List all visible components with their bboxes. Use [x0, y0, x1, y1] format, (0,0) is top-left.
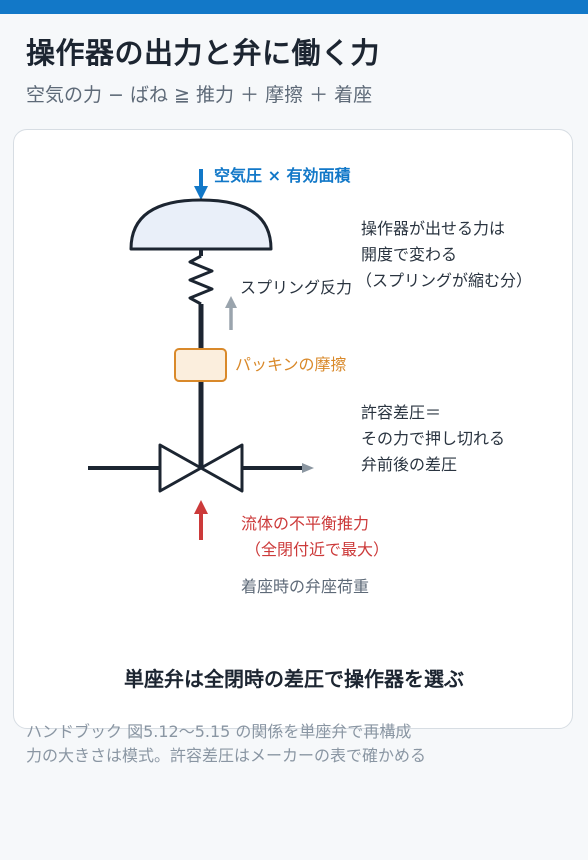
- unbalance-thrust-arrow: [194, 500, 208, 540]
- spring-reaction-label: スプリング反力: [240, 278, 353, 297]
- unbalance-thrust-label: 流体の不平衡推力 （全閉付近で最大）: [241, 514, 390, 559]
- packing-box: [174, 348, 227, 382]
- page-title: 操作器の出力と弁に働く力: [26, 36, 381, 70]
- air-pressure-label: 空気圧 × 有効面積: [214, 166, 351, 185]
- spring-icon: [188, 254, 214, 306]
- valve-force-diagram: [88, 169, 314, 540]
- valve-body: [158, 443, 203, 493]
- actuator-note: 操作器が出せる力は 開度で変わる （スプリングが縮む分）: [356, 219, 533, 290]
- valve-body-right: [199, 443, 244, 493]
- top-accent-bar: [0, 0, 588, 14]
- actuator-diaphragm-dome: [129, 198, 273, 251]
- conclusion-text: 単座弁は全閉時の差圧で操作器を選ぶ: [124, 667, 464, 691]
- seat-load-label: 着座時の弁座荷重: [241, 577, 370, 596]
- flow-arrow-head: [302, 463, 314, 473]
- packing-friction-label: パッキンの摩擦: [235, 355, 347, 374]
- allowable-dp-note: 許容差圧＝ その力で押し切れる 弁前後の差圧: [361, 403, 506, 474]
- spring-reaction-arrow: [225, 296, 237, 330]
- air-pressure-arrow: [194, 169, 208, 200]
- page-subtitle: 空気の力 − ばね ≧ 推力 ＋ 摩擦 ＋ 着座: [26, 84, 373, 106]
- footnote: ハンドブック 図5.12〜5.15 の関係を単座弁で再構成 力の大きさは模式。許…: [26, 722, 427, 765]
- diagram-card: 空気圧 × 有効面積 操作器が出せる力は 開度で変わる （スプリングが縮む分） …: [13, 129, 573, 729]
